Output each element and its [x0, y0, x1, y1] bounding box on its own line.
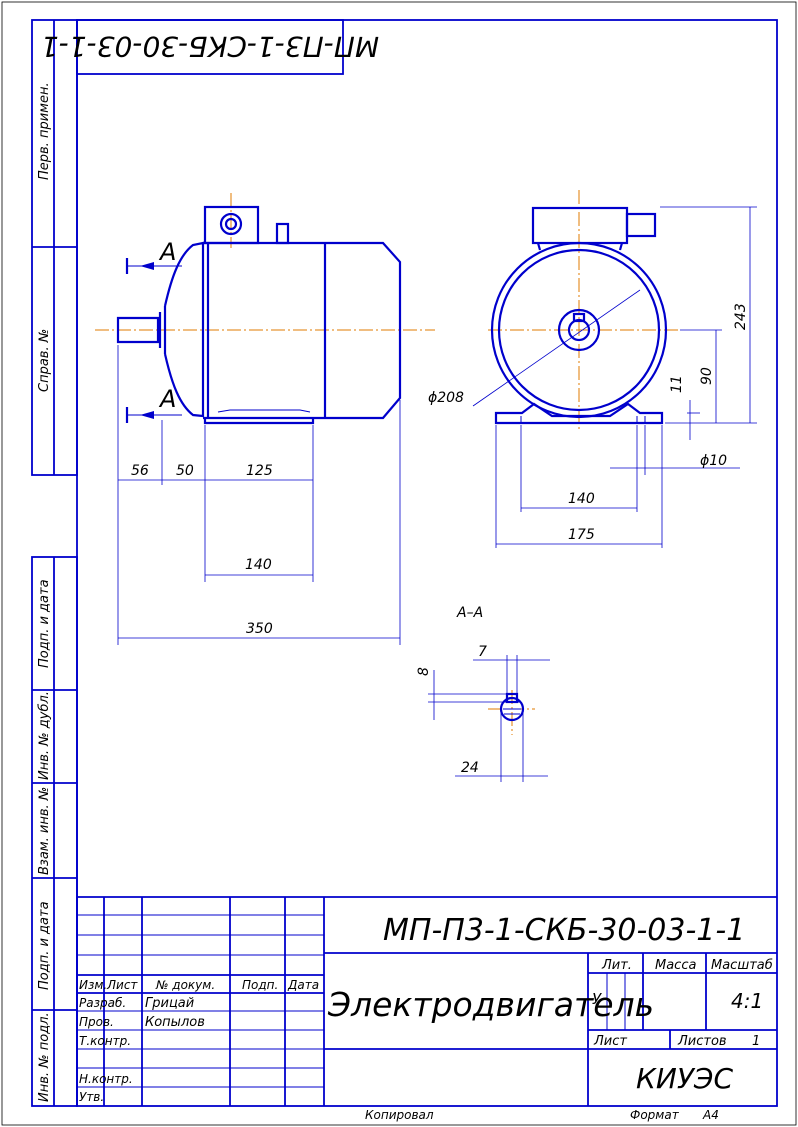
- motor-body: [203, 241, 402, 420]
- side-view: А А: [95, 193, 435, 425]
- person-razrab: Грицай: [145, 996, 194, 1011]
- hdr-doc: № докум.: [155, 978, 215, 992]
- dim-24: 24: [461, 760, 479, 776]
- label-podp-data-top: Подп. и дата: [37, 579, 52, 668]
- footer-format-label: Формат: [630, 1108, 680, 1122]
- dim-7: 7: [478, 644, 487, 660]
- front-terminal-box: [531, 206, 629, 245]
- front-feet: [494, 402, 664, 425]
- shaft-circle: [557, 308, 601, 352]
- dim-11: 11: [669, 375, 685, 393]
- label-inv-podl: Инв. № подл.: [37, 1012, 52, 1102]
- section-aa-title: А–А: [456, 605, 483, 621]
- section-aa: А–А 7 8 24: [416, 605, 550, 782]
- role-razrab: Разраб.: [79, 996, 126, 1010]
- dim-140-side: 140: [245, 557, 272, 573]
- section-shaft: [499, 696, 525, 722]
- side-column-top: Перв. примен. Справ. №: [31, 19, 78, 476]
- label-inv-dubl: Инв. № дубл.: [37, 691, 52, 780]
- hdr-izm: Изм.: [79, 978, 107, 992]
- sheets-value: 1: [752, 1034, 760, 1049]
- side-column-bottom: Подп. и дата Инв. № дубл. Взам. инв. № П…: [31, 556, 78, 1107]
- front-dimensions: ϕ208 243 90 11 ϕ10 140 175: [428, 206, 757, 548]
- lbl-massa: Масса: [655, 958, 696, 973]
- footer-copied: Копировал: [365, 1108, 434, 1122]
- lbl-masshtab: Масштаб: [711, 958, 773, 973]
- side-dimensions: 56 50 125 140 350: [117, 345, 401, 645]
- label-sprav-no: Справ. №: [37, 329, 52, 392]
- label-vzam-inv: Взам. инв. №: [37, 787, 52, 875]
- lit-value: У: [592, 990, 602, 1008]
- rotated-code-box: МП-П3-1-СКБ-30-03-1-1: [41, 19, 379, 75]
- dim-175: 175: [568, 527, 595, 543]
- dim-50: 50: [176, 463, 194, 479]
- terminal-box: [203, 205, 260, 245]
- dim-350: 350: [246, 621, 273, 637]
- role-prov: Пров.: [79, 1015, 114, 1029]
- end-shield: [163, 241, 205, 418]
- front-view: [488, 190, 680, 430]
- footer: Копировал Формат А4: [365, 1108, 719, 1122]
- title-org: КИУЭС: [636, 1062, 733, 1095]
- hdr-data: Дата: [287, 978, 319, 992]
- lbl-sheet: Лист: [593, 1034, 627, 1049]
- role-tkontr: Т.контр.: [79, 1034, 131, 1048]
- dim-56: 56: [131, 463, 149, 479]
- title-block: МП-П3-1-СКБ-30-03-1-1 Электродвигатель К…: [76, 896, 777, 1106]
- lbl-lit: Лит.: [601, 958, 632, 973]
- label-podp-data-bottom: Подп. и дата: [37, 901, 52, 990]
- person-prov: Копылов: [145, 1015, 205, 1030]
- label-perv-primen: Перв. примен.: [37, 82, 52, 180]
- dim-243: 243: [733, 303, 749, 330]
- footer-format-value: А4: [702, 1108, 719, 1122]
- hdr-podp: Подп.: [242, 978, 278, 992]
- title-designation: МП-П3-1-СКБ-30-03-1-1: [383, 913, 745, 948]
- scale-value: 4:1: [731, 989, 763, 1013]
- lbl-sheets: Листов: [677, 1034, 727, 1049]
- title-name: Электродвигатель: [327, 985, 654, 1024]
- role-utv: Утв.: [79, 1090, 104, 1104]
- section-a-top: А: [158, 238, 176, 266]
- dim-phi208: ϕ208: [428, 390, 464, 406]
- rotated-drawing-code: МП-П3-1-СКБ-30-03-1-1: [41, 30, 379, 63]
- shaft: [116, 316, 160, 344]
- dim-140-front: 140: [568, 491, 595, 507]
- dim-8: 8: [416, 667, 432, 676]
- dim-125: 125: [246, 463, 273, 479]
- hdr-list: Лист: [106, 978, 138, 992]
- dim-phi10: ϕ10: [700, 453, 727, 469]
- section-a-bottom: А: [158, 385, 176, 413]
- dim-90: 90: [699, 367, 715, 385]
- role-nkontr: Н.контр.: [79, 1072, 133, 1086]
